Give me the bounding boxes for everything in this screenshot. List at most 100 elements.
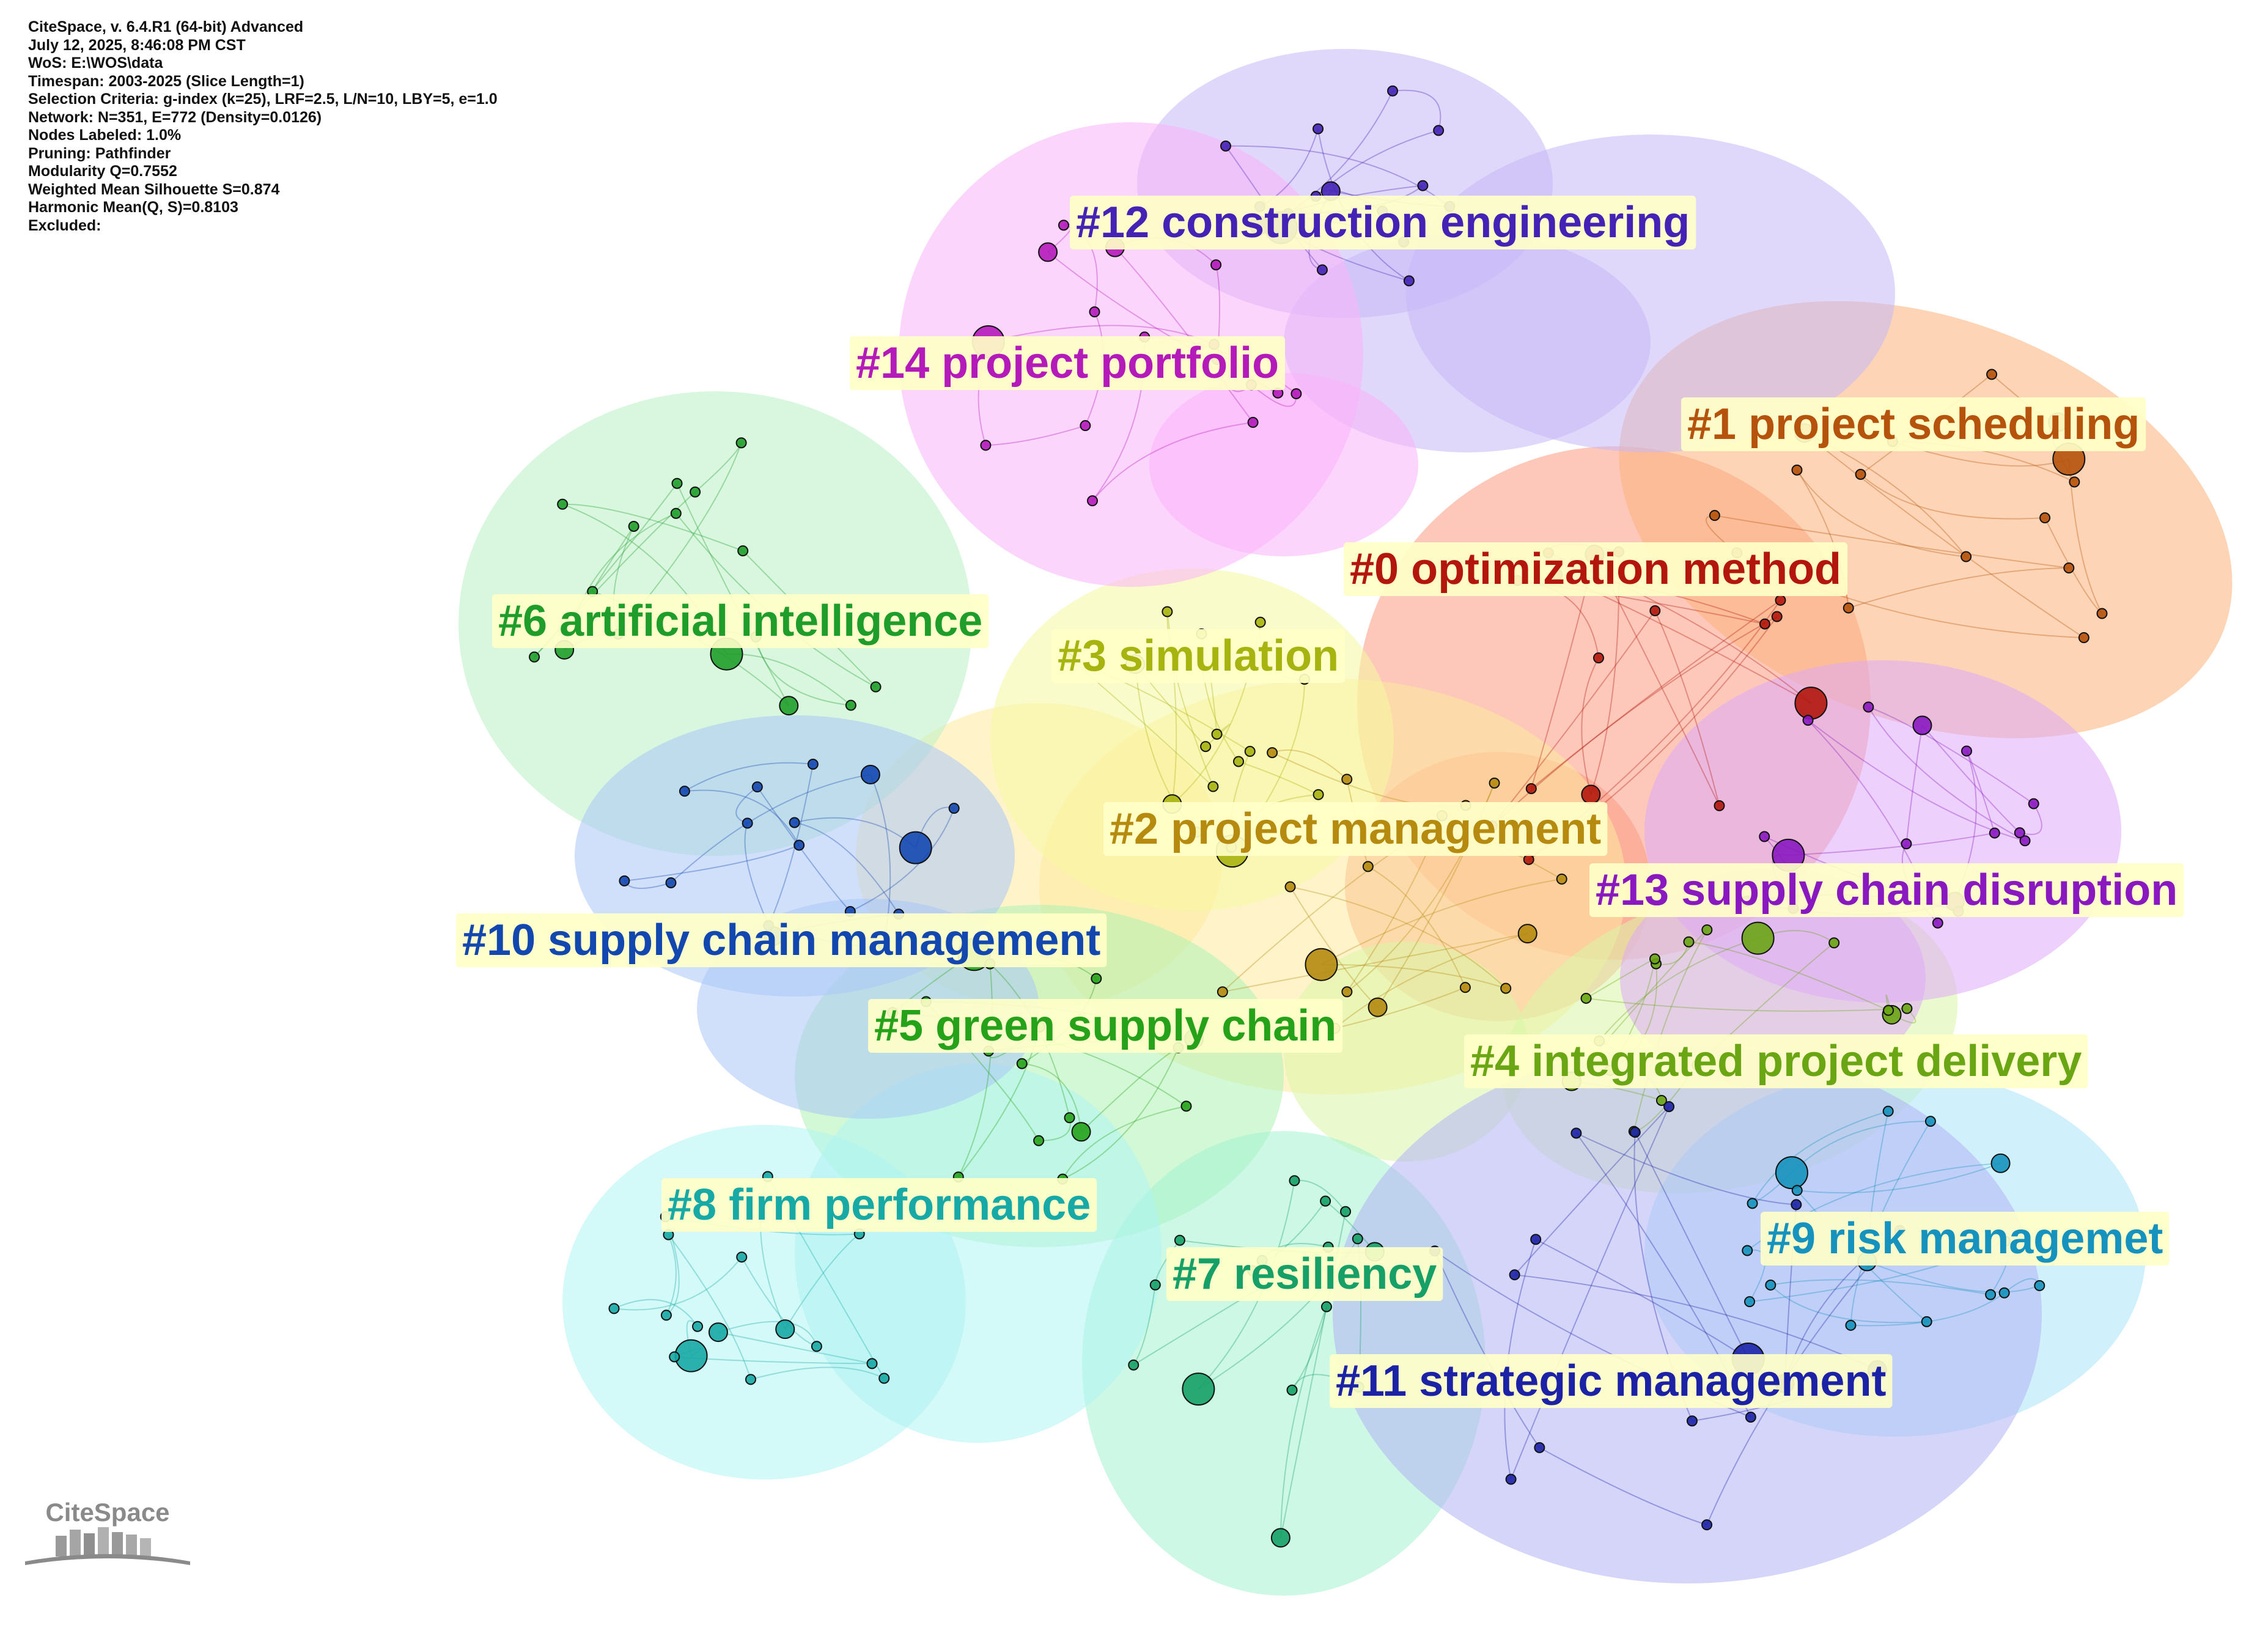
network-node[interactable] [2019,835,2031,847]
network-node[interactable] [1233,756,1245,767]
network-node[interactable] [1759,618,1770,630]
network-node[interactable] [1912,715,1932,735]
network-node[interactable] [1901,1003,1913,1014]
network-node[interactable] [1986,369,1998,380]
network-node[interactable] [736,1251,748,1263]
network-node[interactable] [1080,420,1091,432]
network-node[interactable] [1883,1004,1894,1016]
network-node[interactable] [671,477,683,489]
network-node[interactable] [1863,701,1874,713]
network-node[interactable] [845,699,856,711]
network-node[interactable] [793,839,805,851]
network-node[interactable] [1417,180,1429,191]
network-node[interactable] [1517,924,1537,944]
network-node[interactable] [860,764,880,784]
network-node[interactable] [1843,602,1854,614]
network-node[interactable] [670,507,682,519]
network-node[interactable] [1149,1279,1161,1291]
network-node[interactable] [1362,861,1374,872]
network-node[interactable] [1341,773,1353,785]
network-node[interactable] [1286,1384,1298,1396]
network-node[interactable] [1775,594,1786,606]
network-node[interactable] [1089,306,1100,318]
network-node[interactable] [1742,1245,1753,1256]
network-node[interactable] [529,651,540,663]
network-node[interactable] [1352,1233,1363,1245]
network-node[interactable] [1523,853,1534,865]
network-node[interactable] [1924,1116,1936,1127]
network-node[interactable] [1775,1156,1808,1190]
network-node[interactable] [1433,125,1445,136]
network-node[interactable] [2063,562,2075,574]
network-node[interactable] [1990,1153,2011,1173]
cluster-label[interactable]: #11 strategic management [1330,1354,1893,1408]
network-node[interactable] [1683,936,1695,948]
network-node[interactable] [628,520,639,532]
network-node[interactable] [1340,1206,1352,1217]
network-node[interactable] [2078,632,2089,644]
network-node[interactable] [1580,992,1592,1004]
network-node[interactable] [737,545,749,557]
network-node[interactable] [1744,1296,1756,1308]
cluster-label[interactable]: #14 project portfolio [850,336,1286,390]
network-node[interactable] [2028,798,2039,809]
network-node[interactable] [1247,416,1259,428]
network-node[interactable] [1961,745,1973,757]
cluster-label[interactable]: #6 artificial intelligence [492,594,989,648]
network-node[interactable] [1741,921,1775,955]
network-node[interactable] [660,1310,672,1321]
network-node[interactable] [1180,1100,1192,1112]
network-node[interactable] [1709,510,1720,521]
network-node[interactable] [669,1351,680,1363]
network-node[interactable] [1016,1058,1028,1069]
network-node[interactable] [1284,881,1296,893]
cluster-label[interactable]: #1 project scheduling [1681,397,2146,451]
network-node[interactable] [557,498,569,510]
network-node[interactable] [878,1373,890,1384]
network-node[interactable] [1509,1269,1520,1281]
network-node[interactable] [1985,1289,1997,1300]
network-node[interactable] [1091,973,1102,984]
network-node[interactable] [1313,789,1324,800]
network-node[interactable] [779,696,799,716]
network-node[interactable] [1459,982,1471,993]
network-node[interactable] [1714,800,1725,811]
network-node[interactable] [690,486,701,498]
network-node[interactable] [1534,1442,1545,1453]
cluster-label[interactable]: #8 firm performance [661,1178,1097,1232]
cluster-label[interactable]: #5 green supply chain [868,999,1343,1053]
network-node[interactable] [1128,1359,1140,1371]
network-node[interactable] [1174,1234,1185,1246]
network-node[interactable] [2014,827,2025,839]
network-node[interactable] [1629,1127,1641,1138]
network-node[interactable] [1747,1198,1758,1209]
network-node[interactable] [1998,1287,2010,1299]
network-node[interactable] [1220,140,1232,152]
network-node[interactable] [1845,1319,1857,1331]
network-node[interactable] [948,803,960,814]
network-node[interactable] [1313,123,1324,134]
network-node[interactable] [708,1322,728,1343]
network-node[interactable] [1701,924,1713,936]
network-node[interactable] [1200,741,1212,753]
network-node[interactable] [1828,937,1840,949]
network-node[interactable] [1771,611,1783,622]
network-node[interactable] [870,681,882,693]
network-node[interactable] [665,877,677,889]
cluster-label[interactable]: #3 simulation [1051,629,1346,683]
network-node[interactable] [1210,259,1222,271]
network-node[interactable] [980,440,992,451]
network-node[interactable] [1791,1185,1803,1196]
network-node[interactable] [1882,1105,1894,1117]
network-node[interactable] [1530,1234,1542,1245]
network-node[interactable] [1505,1473,1517,1485]
network-node[interactable] [1655,1094,1667,1106]
network-node[interactable] [1921,1316,1932,1327]
network-node[interactable] [1162,606,1173,617]
network-node[interactable] [1211,728,1223,740]
network-node[interactable] [1244,746,1256,757]
network-node[interactable] [2034,1280,2045,1291]
network-node[interactable] [742,817,753,829]
network-node[interactable] [1649,605,1661,617]
network-node[interactable] [1701,1519,1713,1531]
